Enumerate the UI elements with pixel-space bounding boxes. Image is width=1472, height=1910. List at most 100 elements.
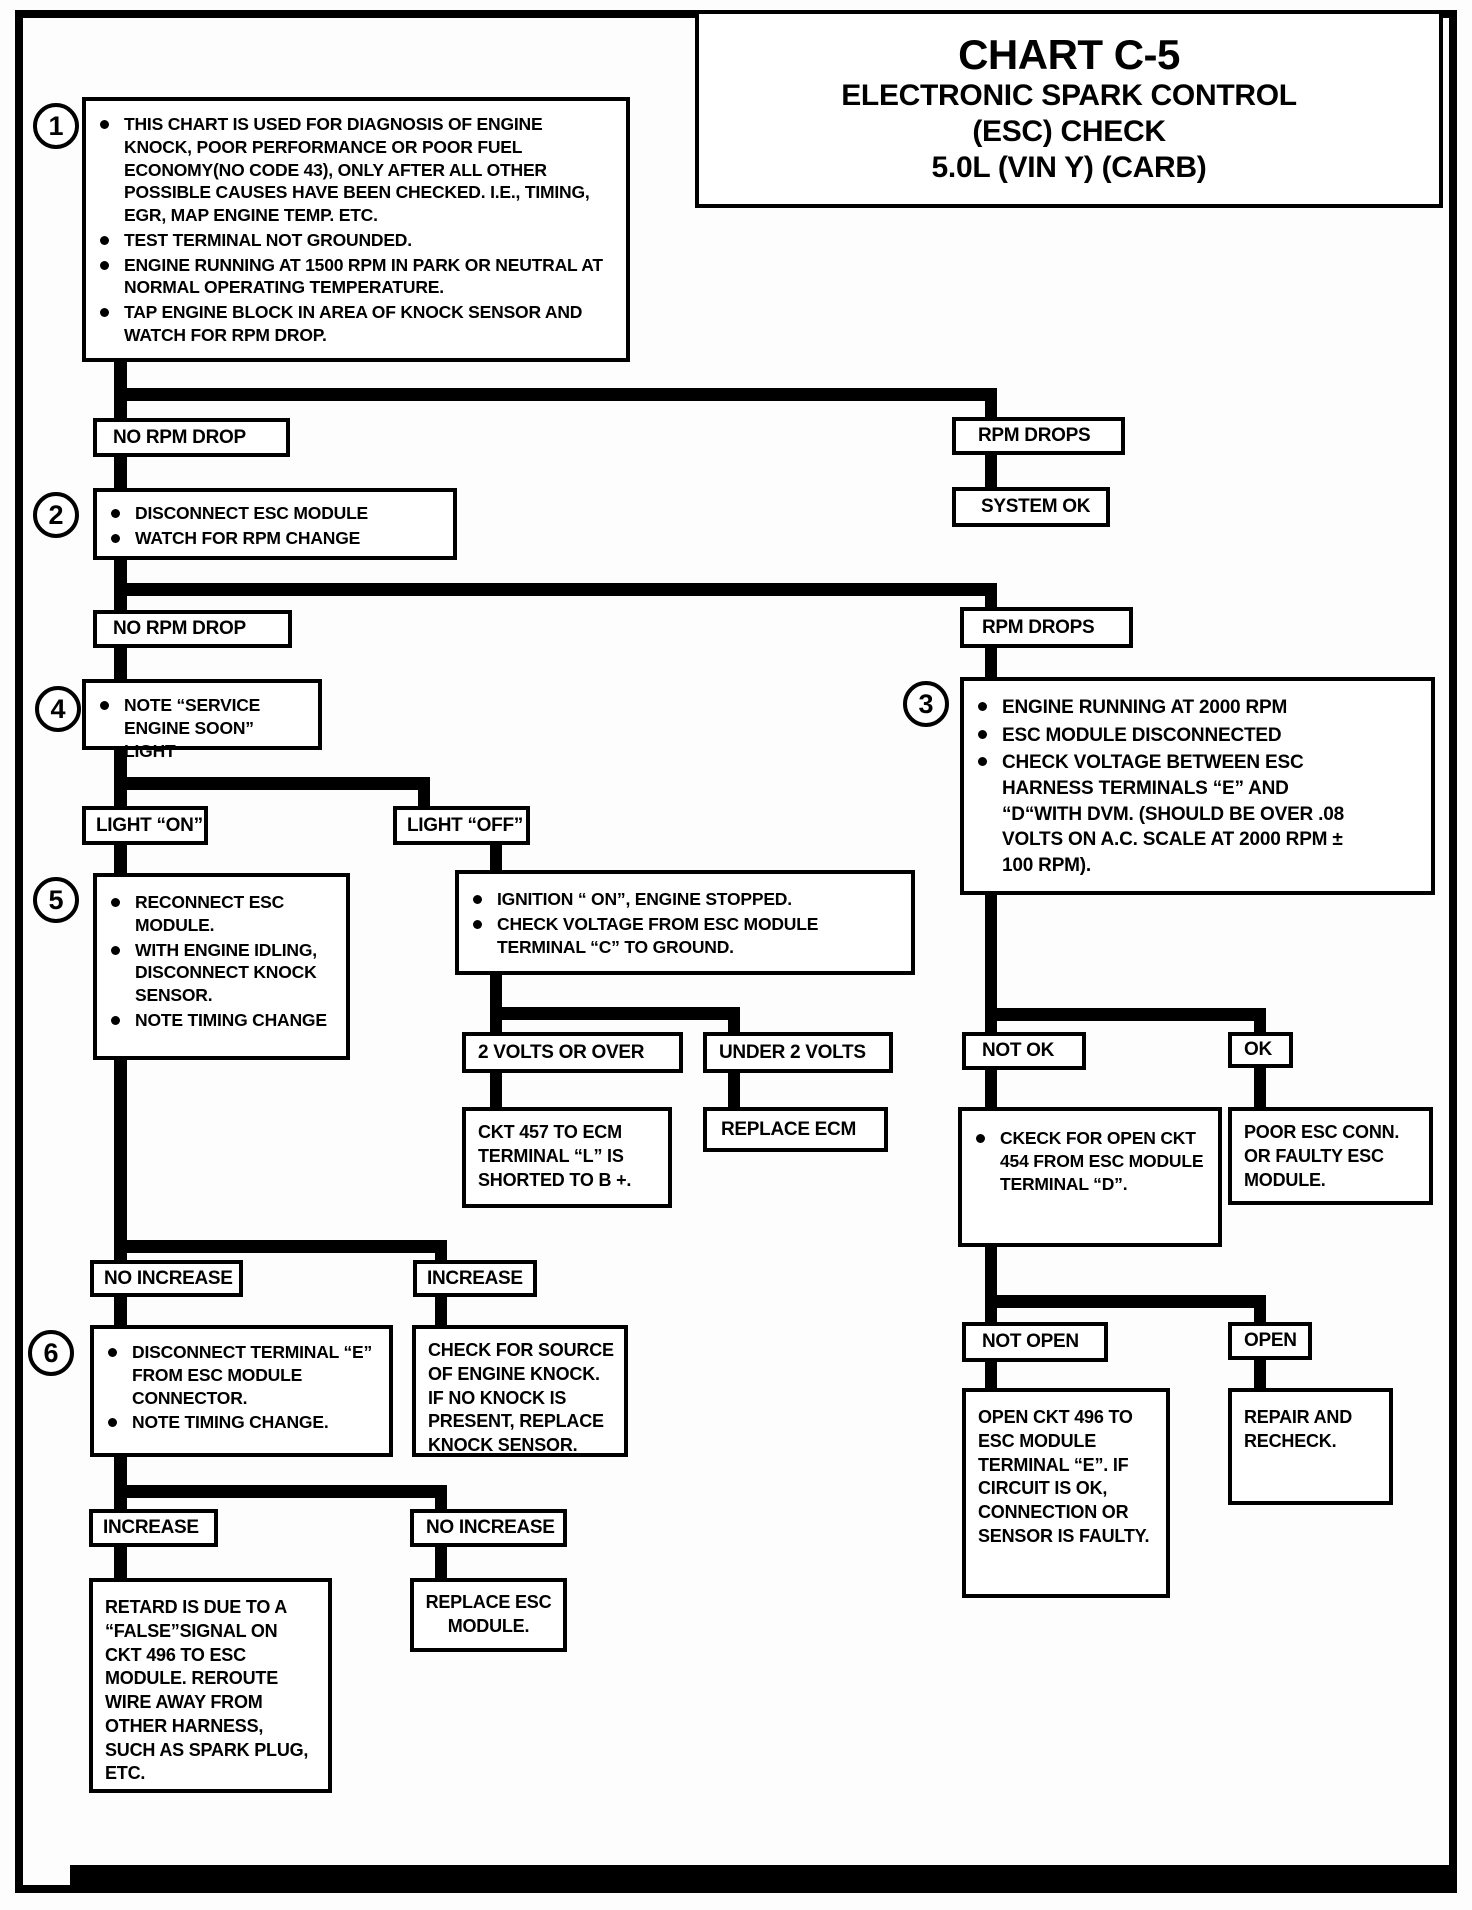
- bullet-dot-icon: [108, 1348, 117, 1357]
- step-3-number: 3: [903, 681, 949, 727]
- connector-line: [728, 1007, 740, 1033]
- title-block: CHART C-5 ELECTRONIC SPARK CONTROL (ESC)…: [695, 10, 1443, 208]
- chart-subtitle-3: 5.0L (VIN Y) (CARB): [931, 151, 1207, 185]
- connector-line: [985, 1070, 997, 1108]
- label-no-increase-2: NO INCREASE: [410, 1509, 567, 1547]
- connector-line: [114, 1240, 447, 1253]
- bullet-dot-icon: [976, 1134, 985, 1143]
- label-increase-2: INCREASE: [89, 1509, 218, 1547]
- bullet-item: NOTE TIMING CHANGE.: [98, 1411, 381, 1434]
- step-5-box: RECONNECT ESC MODULE. WITH ENGINE IDLING…: [93, 873, 350, 1060]
- bullet-dot-icon: [100, 235, 109, 245]
- connector-line: [490, 975, 502, 1033]
- step-2-box: DISCONNECT ESC MODULE WATCH FOR RPM CHAN…: [93, 488, 457, 560]
- connector-line: [490, 845, 502, 871]
- bullet-item: CHECK VOLTAGE FROM ESC MODULE TERMINAL “…: [463, 913, 903, 959]
- connector-line: [114, 1297, 127, 1326]
- step-1-number: 1: [33, 103, 79, 149]
- bullet-item: ENGINE RUNNING AT 1500 RPM IN PARK OR NE…: [90, 254, 618, 300]
- label-light-on: LIGHT “ON”: [82, 806, 208, 845]
- label-increase-1: INCREASE: [413, 1260, 537, 1297]
- bullet-dot-icon: [111, 1015, 120, 1025]
- connector-line: [728, 1073, 740, 1108]
- connector-line: [1254, 1068, 1266, 1108]
- connector-line: [985, 648, 997, 678]
- chart-subtitle-1: ELECTRONIC SPARK CONTROL: [841, 79, 1297, 113]
- connector-line: [435, 1485, 447, 1510]
- bullet-dot-icon: [111, 509, 120, 518]
- label-no-increase-1: NO INCREASE: [90, 1260, 243, 1297]
- bullet-dot-icon: [108, 1418, 117, 1428]
- connector-line: [435, 1240, 447, 1261]
- connector-line: [114, 1058, 127, 1261]
- label-2-volts-or-over: 2 VOLTS OR OVER: [462, 1032, 683, 1073]
- label-under-2-volts: UNDER 2 VOLTS: [703, 1032, 893, 1073]
- connector-line: [418, 777, 430, 807]
- connector-line: [114, 1457, 127, 1510]
- connector-line: [490, 1073, 502, 1108]
- bullet-dot-icon: [978, 757, 987, 767]
- label-rpm-drops-2: RPM DROPS: [960, 607, 1133, 648]
- bullet-item: TAP ENGINE BLOCK IN AREA OF KNOCK SENSOR…: [90, 301, 618, 347]
- connector-line: [114, 1485, 447, 1498]
- step-2-number: 2: [33, 492, 79, 538]
- bullet-dot-icon: [100, 260, 109, 270]
- connector-line: [1254, 1008, 1266, 1033]
- connector-line: [114, 1547, 127, 1579]
- label-no-rpm-drop-1: NO RPM DROP: [93, 418, 290, 457]
- connector-line: [114, 777, 430, 790]
- connector-line: [114, 648, 127, 680]
- bullet-dot-icon: [978, 729, 987, 739]
- connector-line: [985, 893, 997, 1033]
- bullet-item: TEST TERMINAL NOT GROUNDED.: [90, 229, 618, 252]
- label-light-off: LIGHT “OFF”: [393, 806, 530, 845]
- bullet-dot-icon: [100, 701, 109, 710]
- chart-title: CHART C-5: [958, 30, 1180, 78]
- bullet-item: IGNITION “ ON”, ENGINE STOPPED.: [463, 888, 903, 911]
- label-rpm-drops-1: RPM DROPS: [952, 417, 1125, 455]
- connector-line: [985, 1362, 997, 1389]
- outcome-poor-esc-conn: POOR ESC CONN. OR FAULTY ESC MODULE.: [1228, 1107, 1433, 1205]
- connector-line: [1254, 1295, 1266, 1323]
- connector-line: [435, 1297, 447, 1326]
- outcome-repair-recheck: REPAIR AND RECHECK.: [1228, 1388, 1393, 1505]
- step-1-box: THIS CHART IS USED FOR DIAGNOSIS OF ENGI…: [82, 97, 630, 362]
- connector-line: [985, 583, 997, 608]
- chart-subtitle-2: (ESC) CHECK: [972, 115, 1166, 149]
- outcome-ckt457-shorted: CKT 457 TO ECM TERMINAL “L” IS SHORTED T…: [462, 1107, 672, 1208]
- bullet-dot-icon: [111, 898, 120, 907]
- outcome-open-ckt496: OPEN CKT 496 TO ESC MODULE TERMINAL “E”.…: [962, 1388, 1170, 1598]
- bullet-item: CKECK FOR OPEN CKT 454 FROM ESC MODULE T…: [966, 1127, 1210, 1195]
- step-6-box: DISCONNECT TERMINAL “E” FROM ESC MODULE …: [90, 1325, 393, 1457]
- bullet-item: ESC MODULE DISCONNECTED: [968, 723, 1423, 749]
- step-3-box: ENGINE RUNNING AT 2000 RPM ESC MODULE DI…: [960, 677, 1435, 895]
- bullet-item: NOTE TIMING CHANGE: [101, 1009, 338, 1032]
- connector-line: [490, 1007, 740, 1020]
- connector-line: [985, 1008, 1266, 1021]
- ignition-check-box: IGNITION “ ON”, ENGINE STOPPED. CHECK VO…: [455, 870, 915, 975]
- label-ok: OK: [1228, 1032, 1293, 1068]
- step-6-number: 6: [28, 1330, 74, 1376]
- connector-line: [985, 1295, 1266, 1308]
- connector-line: [985, 388, 997, 418]
- outcome-replace-esc-module: REPLACE ESC MODULE.: [410, 1578, 567, 1652]
- step-4-box: NOTE “SERVICE ENGINE SOON” LIGHT: [82, 679, 322, 761]
- bullet-dot-icon: [473, 895, 482, 904]
- bullet-item: NOTE “SERVICE ENGINE SOON” LIGHT: [90, 694, 310, 762]
- connector-line: [985, 455, 997, 488]
- bullet-item: RECONNECT ESC MODULE.: [101, 891, 338, 937]
- connector-line: [114, 388, 997, 401]
- connector-line: [435, 1547, 447, 1579]
- bottom-bar: [70, 1865, 1449, 1893]
- bullet-dot-icon: [473, 919, 482, 929]
- connector-line: [114, 845, 127, 874]
- bullet-dot-icon: [100, 308, 109, 317]
- bullet-dot-icon: [100, 120, 109, 129]
- step-5-number: 5: [33, 877, 79, 923]
- outcome-check-knock-source: CHECK FOR SOURCE OF ENGINE KNOCK. IF NO …: [412, 1325, 628, 1457]
- bullet-item: WITH ENGINE IDLING, DISCONNECT KNOCK SEN…: [101, 939, 338, 1007]
- check-ckt454-box: CKECK FOR OPEN CKT 454 FROM ESC MODULE T…: [958, 1107, 1222, 1247]
- bullet-item: CHECK VOLTAGE BETWEEN ESC HARNESS TERMIN…: [968, 750, 1423, 878]
- label-no-rpm-drop-2: NO RPM DROP: [93, 610, 292, 648]
